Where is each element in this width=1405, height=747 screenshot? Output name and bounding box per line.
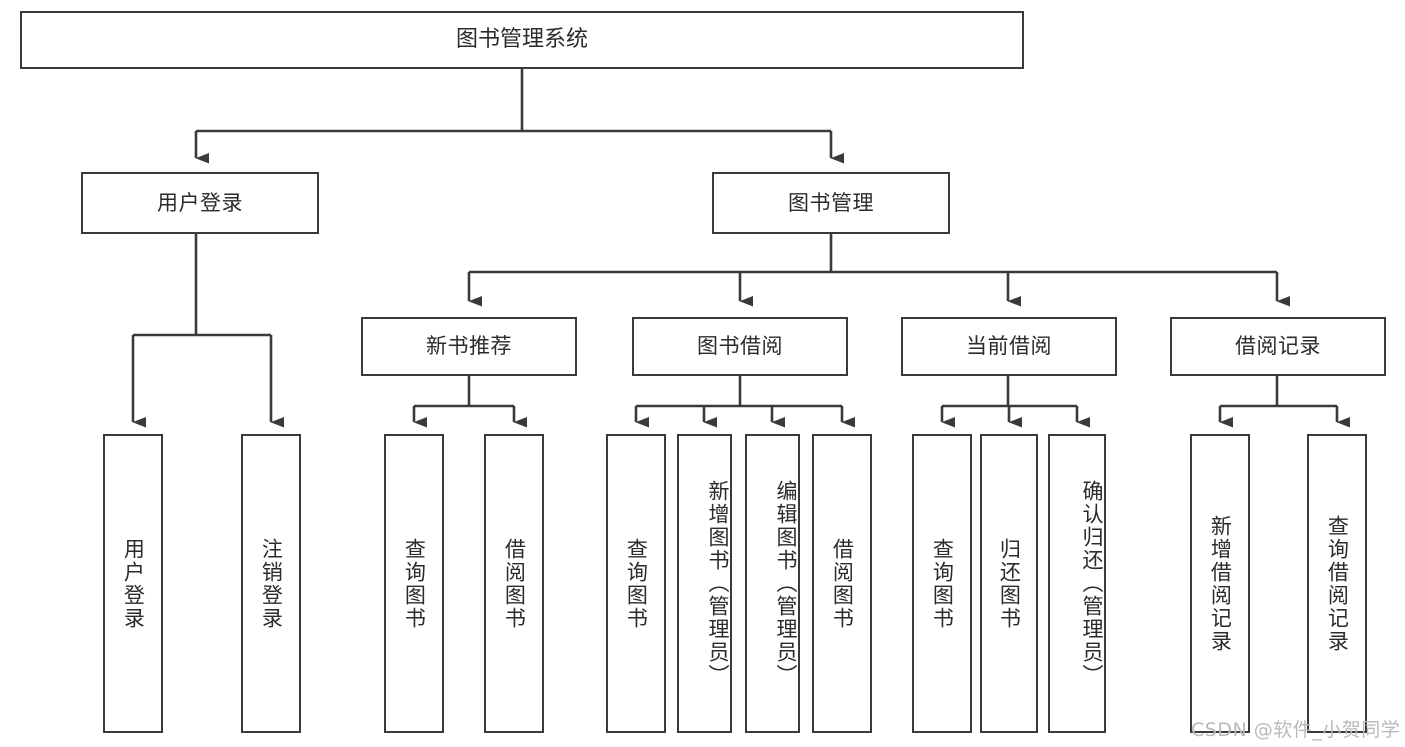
leaf-confirm-return[interactable]: 确认归还（管理员） [1048,434,1106,733]
leaf-query-book-2[interactable]: 查询图书 [606,434,666,733]
node-new-book-recommend[interactable]: 新书推荐 [361,317,577,376]
node-root-label: 图书管理系统 [455,27,588,53]
leaf-add-book-label: 新增图书（管理员） [706,480,730,687]
node-book-management[interactable]: 图书管理 [712,172,950,234]
node-current-borrow[interactable]: 当前借阅 [901,317,1117,376]
leaf-confirm-return-label: 确认归还（管理员） [1080,480,1104,687]
leaf-edit-book[interactable]: 编辑图书（管理员） [745,434,800,733]
node-new-book-recommend-label: 新书推荐 [426,334,512,359]
leaf-query-book-1-label: 查询图书 [402,537,427,630]
leaf-add-borrow-record-label: 新增借阅记录 [1208,514,1233,653]
leaf-logout[interactable]: 注销登录 [241,434,301,733]
watermark-text: CSDN @软件_小贺同学 [1191,719,1401,741]
node-book-management-label: 图书管理 [788,190,874,215]
node-user-login[interactable]: 用户登录 [81,172,319,234]
leaf-query-book-3-label: 查询图书 [930,537,955,630]
leaf-edit-book-label: 编辑图书（管理员） [774,480,798,687]
node-book-borrow[interactable]: 图书借阅 [632,317,848,376]
leaf-logout-label: 注销登录 [259,537,284,630]
leaf-borrow-book-1[interactable]: 借阅图书 [484,434,544,733]
leaf-user-login[interactable]: 用户登录 [103,434,163,733]
leaf-query-book-2-label: 查询图书 [624,537,649,630]
node-user-login-label: 用户登录 [157,190,243,215]
leaf-query-book-1[interactable]: 查询图书 [384,434,444,733]
leaf-add-book[interactable]: 新增图书（管理员） [677,434,732,733]
node-borrow-record[interactable]: 借阅记录 [1170,317,1386,376]
leaf-borrow-book-2-label: 借阅图书 [830,537,855,630]
leaf-borrow-book-2[interactable]: 借阅图书 [812,434,872,733]
leaf-borrow-book-1-label: 借阅图书 [502,537,527,630]
node-current-borrow-label: 当前借阅 [966,334,1052,359]
node-borrow-record-label: 借阅记录 [1235,334,1321,359]
leaf-query-borrow-record[interactable]: 查询借阅记录 [1307,434,1367,733]
node-root[interactable]: 图书管理系统 [20,11,1024,69]
leaf-query-book-3[interactable]: 查询图书 [912,434,972,733]
leaf-user-login-label: 用户登录 [121,537,146,630]
leaf-query-borrow-record-label: 查询借阅记录 [1325,514,1350,653]
node-book-borrow-label: 图书借阅 [697,334,783,359]
leaf-return-book[interactable]: 归还图书 [980,434,1038,733]
leaf-add-borrow-record[interactable]: 新增借阅记录 [1190,434,1250,733]
leaf-return-book-label: 归还图书 [997,537,1022,630]
